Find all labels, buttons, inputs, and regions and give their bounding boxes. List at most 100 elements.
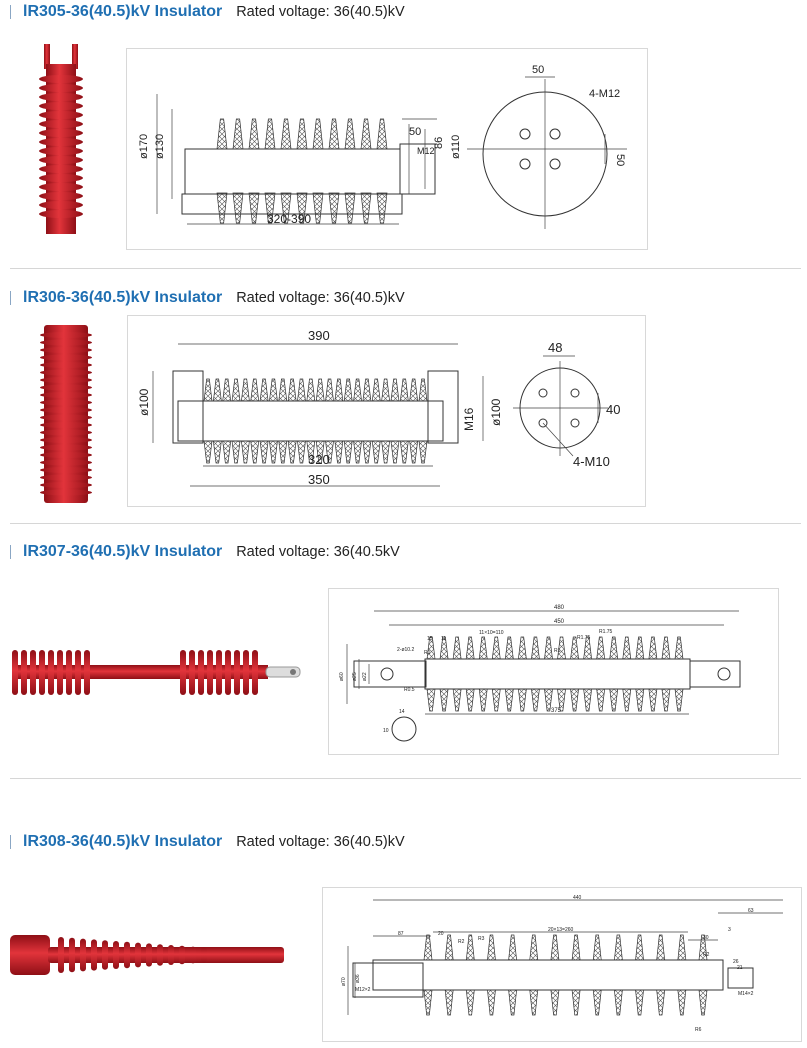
insulator-photo-lr308 <box>8 930 286 980</box>
shed <box>189 650 195 695</box>
shed <box>544 636 553 712</box>
shed <box>225 650 231 695</box>
shed <box>39 650 45 695</box>
shed <box>39 192 83 200</box>
shed <box>135 942 141 968</box>
dim-label: R1.75 <box>577 635 591 641</box>
product-model: lR306-36(40.5)kV Insulator <box>23 289 223 306</box>
drawing-lr307: 480 450 11×10=110 15 11 R1.75 R1.75 R1 2… <box>328 588 779 755</box>
dim-label: 4-M10 <box>573 454 610 469</box>
drawing-lr305: ø170 ø130 50 M12 86 ø110 320-390 50 4-M1… <box>126 48 648 250</box>
dim-label: R2 <box>458 939 465 945</box>
section-divider <box>10 778 801 779</box>
shed <box>39 201 83 209</box>
shed <box>596 636 606 712</box>
dim-label: ø170 <box>138 134 150 159</box>
shed <box>198 650 204 695</box>
insulator-photo-lr306 <box>36 325 96 503</box>
shed <box>390 378 400 464</box>
shed <box>344 118 356 224</box>
shed <box>465 636 475 712</box>
rated-voltage: Rated voltage: 36(40.5)kV <box>236 834 405 850</box>
shed <box>550 934 560 1016</box>
shed <box>40 437 92 443</box>
shed <box>343 378 353 464</box>
shed <box>656 934 666 1016</box>
dim-label: R1 <box>554 648 561 654</box>
dim-label: 21 <box>737 965 743 971</box>
dim-label: 350 <box>308 472 330 487</box>
shed <box>40 369 92 376</box>
shed <box>334 378 344 464</box>
rated-voltage: Rated voltage: 36(40.5kV <box>236 544 400 560</box>
shed <box>75 650 81 695</box>
shed <box>39 111 83 119</box>
shed <box>315 378 325 464</box>
shed <box>40 444 92 451</box>
shed <box>102 940 108 970</box>
shed <box>571 934 581 1016</box>
shed <box>465 934 475 1016</box>
shed <box>376 118 388 224</box>
shed <box>360 118 372 224</box>
dim-label: 63 <box>748 908 754 914</box>
shed <box>80 938 86 972</box>
product-heading-lr305: lR305-36(40.5)kV Insulator Rated voltage… <box>10 3 405 21</box>
dim-label: R6 <box>695 1027 702 1033</box>
dim-label: 375 <box>551 708 562 714</box>
shed <box>40 474 92 481</box>
dim-label: 11 <box>441 636 446 642</box>
dim-label: 48 <box>548 340 562 355</box>
shed <box>609 636 619 712</box>
shed <box>622 636 632 712</box>
dim-label: 11×10=110 <box>479 630 504 636</box>
dim-label: 320 <box>308 452 330 467</box>
dim-label: R3 <box>478 936 485 942</box>
shed <box>40 399 92 406</box>
shed <box>508 934 518 1016</box>
shed <box>40 392 92 398</box>
shed <box>39 93 83 101</box>
shed <box>280 118 292 224</box>
shed <box>248 118 260 224</box>
shed <box>216 118 228 224</box>
shed <box>529 934 539 1016</box>
shed <box>39 138 83 146</box>
dim-label: 3 <box>728 927 731 933</box>
dim-label: M16 <box>462 407 476 431</box>
shed <box>40 429 92 436</box>
dim-label: 50 <box>614 154 626 166</box>
dim-label: ø110 <box>450 135 462 159</box>
shed <box>40 414 92 421</box>
shed <box>66 650 72 695</box>
shed <box>371 378 381 464</box>
shed <box>40 347 92 353</box>
rated-voltage: Rated voltage: 36(40.5)kV <box>236 290 405 306</box>
shed <box>297 378 306 464</box>
shed <box>252 650 258 695</box>
shed <box>423 934 433 1016</box>
shed <box>58 937 64 973</box>
shed <box>124 941 130 969</box>
mounting-hole <box>290 669 296 675</box>
shed <box>168 945 174 965</box>
shed <box>39 210 83 218</box>
shed <box>40 452 92 458</box>
shed <box>113 941 119 969</box>
shed <box>264 118 276 224</box>
shed <box>40 362 92 368</box>
dim-label: R2 <box>703 952 710 958</box>
shed <box>661 636 671 712</box>
shed <box>39 174 83 182</box>
shed <box>39 120 83 128</box>
shed <box>439 636 449 712</box>
dim-label: 320-390 <box>267 212 311 226</box>
drawing-lr306: 390 ø100 320 350 M16 ø100 48 40 4-M10 <box>127 315 646 507</box>
product-heading-lr306: lR306-36(40.5)kV Insulator Rated voltage… <box>10 289 405 307</box>
shed <box>207 650 213 695</box>
shed <box>222 378 232 464</box>
shed <box>39 147 83 155</box>
dim-label: 2-ø10.2 <box>397 647 414 653</box>
shed <box>592 934 602 1016</box>
dim-label: ø100 <box>489 398 503 426</box>
